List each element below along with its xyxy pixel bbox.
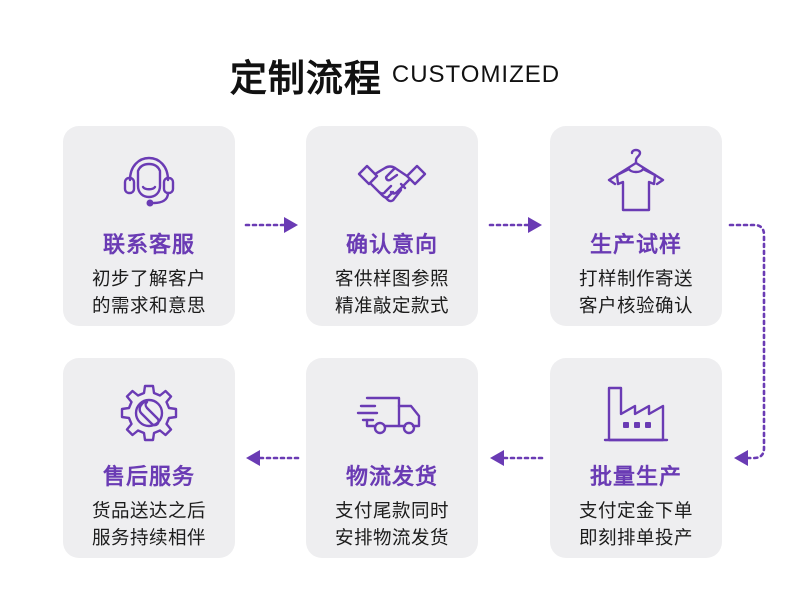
step-description: 支付定金下单 即刻排单投产 [550, 498, 722, 552]
step-desc-line: 安排物流发货 [334, 528, 449, 549]
step-title: 确认意向 [345, 233, 438, 258]
step-desc-line: 初步了解客户 [91, 269, 206, 290]
step-title: 售后服务 [102, 465, 195, 490]
page-subtitle: CUSTOMIZED [391, 61, 561, 88]
step-card-massproduction: 批量生产 支付定金下单 即刻排单投产 [550, 358, 722, 558]
step-card-confirm: 确认意向 客供样图参照 精准敲定款式 [306, 126, 478, 326]
flow-arrow-left-1 [490, 450, 544, 466]
step-desc-line: 即刻排单投产 [578, 528, 693, 549]
step-desc-line: 货品送达之后 [91, 501, 206, 522]
step-desc-line: 的需求和意思 [91, 296, 206, 317]
step-description: 打样制作寄送 客户核验确认 [550, 266, 722, 320]
step-desc-line: 精准敲定款式 [334, 296, 449, 317]
flow-arrow-left-2 [246, 450, 300, 466]
step-title: 物流发货 [345, 465, 438, 490]
factory-icon [599, 376, 673, 450]
step-desc-line: 支付尾款同时 [334, 501, 449, 522]
page-title: 定制流程 [229, 57, 382, 100]
handshake-icon [355, 144, 429, 218]
flow-arrow-right-1 [244, 217, 298, 233]
step-desc-line: 客户核验确认 [578, 296, 693, 317]
step-desc-line: 客供样图参照 [334, 269, 449, 290]
step-description: 初步了解客户 的需求和意思 [63, 266, 235, 320]
truck-icon [355, 376, 429, 450]
step-card-contact: 联系客服 初步了解客户 的需求和意思 [63, 126, 235, 326]
step-desc-line: 打样制作寄送 [578, 269, 693, 290]
step-description: 货品送达之后 服务持续相伴 [63, 498, 235, 552]
hanger-shirt-icon [599, 144, 673, 218]
step-desc-line: 服务持续相伴 [91, 528, 206, 549]
step-desc-line: 支付定金下单 [578, 501, 693, 522]
step-card-shipping: 物流发货 支付尾款同时 安排物流发货 [306, 358, 478, 558]
flow-arrow-down-turn [728, 223, 766, 466]
step-title: 生产试样 [589, 233, 682, 258]
page-header: 定制流程 CUSTOMIZED [0, 48, 790, 102]
gear-wrench-icon [112, 376, 186, 450]
flow-arrow-right-2 [488, 217, 542, 233]
step-card-aftersales: 售后服务 货品送达之后 服务持续相伴 [63, 358, 235, 558]
step-description: 支付尾款同时 安排物流发货 [306, 498, 478, 552]
step-title: 批量生产 [589, 465, 682, 490]
step-description: 客供样图参照 精准敲定款式 [306, 266, 478, 320]
step-title: 联系客服 [102, 233, 195, 258]
headset-icon [112, 144, 186, 218]
step-card-sample: 生产试样 打样制作寄送 客户核验确认 [550, 126, 722, 326]
